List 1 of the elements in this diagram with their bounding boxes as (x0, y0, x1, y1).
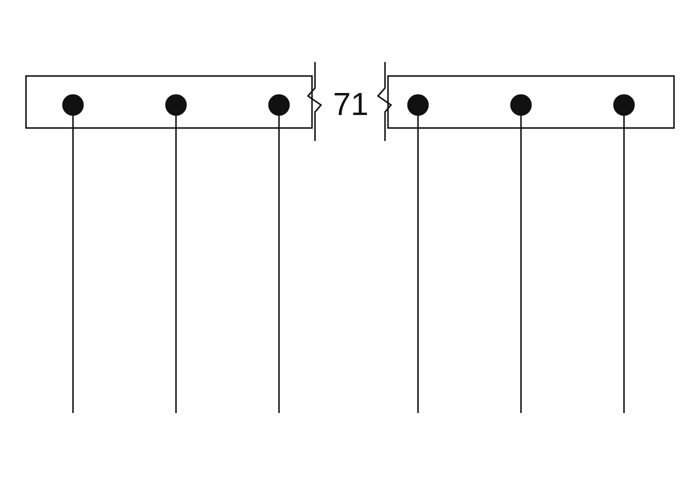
count-label: 71 (333, 88, 369, 120)
